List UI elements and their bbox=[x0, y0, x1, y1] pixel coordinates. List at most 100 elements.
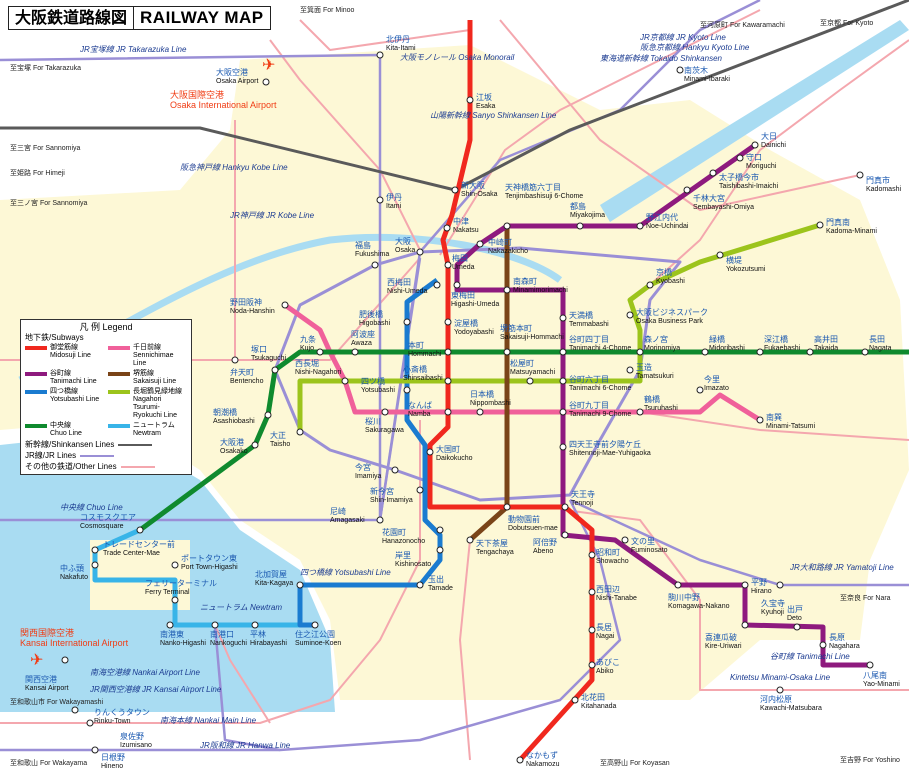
line-label: 南海空港線 Nankai Airport Line bbox=[90, 668, 201, 677]
station-name-en: Nakafuto bbox=[60, 574, 88, 581]
station-name-en: Nakamozu bbox=[526, 761, 560, 768]
station-marker bbox=[436, 526, 444, 534]
station-name-en: Hineno bbox=[101, 763, 123, 770]
station-marker bbox=[559, 314, 567, 322]
station-name-ja: 森ノ宮 bbox=[644, 334, 668, 344]
station-name-ja: 中津 bbox=[453, 216, 469, 226]
station-name-ja: 大阪ビジネスパーク bbox=[636, 307, 708, 317]
station-name-ja: 泉佐野 bbox=[120, 731, 144, 741]
station-name-en: Tsuruhashi bbox=[644, 405, 678, 412]
station-name-en: Shin-Osaka bbox=[461, 191, 498, 198]
station-marker bbox=[444, 377, 452, 385]
destination-label: 至河原町 For Kawaramachi bbox=[700, 21, 785, 29]
station-marker bbox=[676, 66, 684, 74]
station-marker bbox=[381, 408, 389, 416]
station-name-ja: りんくうタウン bbox=[94, 708, 150, 717]
station-name-en: Nankoguchi bbox=[210, 640, 247, 647]
station-marker bbox=[476, 408, 484, 416]
station-marker bbox=[559, 408, 567, 416]
station-marker bbox=[403, 318, 411, 326]
station-name-ja: 岸里 bbox=[395, 551, 411, 560]
station-name-en: Suminoe-Koen bbox=[295, 640, 341, 647]
legend-other-label: その他の鉄道/Other Lines bbox=[25, 462, 117, 471]
station-name-ja: フェリーターミナル bbox=[145, 579, 217, 588]
airplane-icon: ✈ bbox=[262, 57, 275, 74]
legend-swatch bbox=[25, 372, 47, 376]
station-name-ja: 長居 bbox=[596, 623, 612, 632]
station-name-ja: 今里 bbox=[704, 374, 720, 384]
station-name-en: Nagahara bbox=[829, 643, 860, 650]
station-marker bbox=[701, 348, 709, 356]
station-name-ja: 野田阪神 bbox=[230, 297, 262, 307]
station-name-ja: 深江橋 bbox=[764, 334, 788, 344]
jr-kansai-airport-line bbox=[213, 624, 281, 752]
station-name-en: Tsukaguchi bbox=[251, 355, 286, 362]
hankyu-minoo-line bbox=[299, 19, 471, 51]
station-marker bbox=[683, 186, 691, 194]
legend-swatch bbox=[25, 424, 47, 428]
station-name-en: Hirabayashi bbox=[250, 640, 287, 647]
station-name-ja: 北伊丹 bbox=[386, 34, 410, 44]
destination-label: 至箕面 For Minoo bbox=[300, 5, 355, 14]
station-marker bbox=[91, 546, 99, 554]
station-name-en: Nanko-Higashi bbox=[160, 640, 206, 647]
station-name-ja: 淀屋橋 bbox=[454, 318, 478, 328]
station-name-en: Nishi-Tanabe bbox=[596, 595, 637, 602]
station-name-ja: 関西空港 bbox=[25, 674, 57, 684]
station-name-ja: 南巽 bbox=[766, 412, 782, 422]
station-name-ja: 中崎町 bbox=[488, 237, 512, 247]
line-label: 阪急神戸線 Hankyu Kobe Line bbox=[180, 163, 288, 172]
station-marker bbox=[341, 377, 349, 385]
station-name-ja: 平野 bbox=[751, 578, 767, 587]
station-name-en: Dainichi bbox=[761, 142, 786, 149]
line-label: Kintetsu Minami-Osaka Line bbox=[730, 673, 831, 682]
osaka-monorail bbox=[499, 19, 861, 211]
station-name-ja: 東梅田 bbox=[451, 290, 475, 300]
station-marker bbox=[741, 621, 749, 629]
nagahori-tsurumi-ryokuchi-line bbox=[297, 222, 821, 432]
station-name-en: Yotsubashi bbox=[361, 387, 395, 394]
station-name-en: Osaka Airport bbox=[216, 78, 258, 85]
station-name-en: Kishinosato bbox=[395, 561, 431, 568]
station-name-en: Tamatsukuri bbox=[636, 373, 674, 380]
city-area bbox=[0, 45, 909, 700]
station-name-ja: 天満橋 bbox=[569, 310, 593, 320]
station-name-en: Osakako bbox=[220, 448, 248, 455]
station-name-ja: コスモスクエア bbox=[80, 513, 136, 522]
station-marker bbox=[262, 78, 270, 86]
station-marker bbox=[376, 196, 384, 204]
station-name-en: Nishi-Umeda bbox=[387, 288, 428, 295]
line-label: JR京都線 JR Kyoto Line bbox=[639, 33, 726, 42]
nankai-koya-line bbox=[459, 539, 471, 761]
legend-swatch bbox=[25, 346, 47, 350]
station-name-en: Tanimachi 6-Chome bbox=[569, 385, 631, 392]
keihan-main-line bbox=[649, 39, 909, 286]
station-marker bbox=[776, 686, 784, 694]
station-marker bbox=[576, 222, 584, 230]
station-marker bbox=[816, 221, 824, 229]
airport-name-en: Osaka International Airport bbox=[170, 100, 277, 110]
station-name-en: Kansai Airport bbox=[25, 685, 69, 692]
station-name-en: Noda-Hanshin bbox=[230, 308, 275, 315]
station-name-ja: 四天王寺前夕陽ケ丘 bbox=[569, 439, 641, 449]
station-marker bbox=[741, 581, 749, 589]
station-name-ja: 緑橋 bbox=[709, 334, 725, 344]
station-marker bbox=[756, 416, 764, 424]
station-marker bbox=[516, 756, 524, 764]
